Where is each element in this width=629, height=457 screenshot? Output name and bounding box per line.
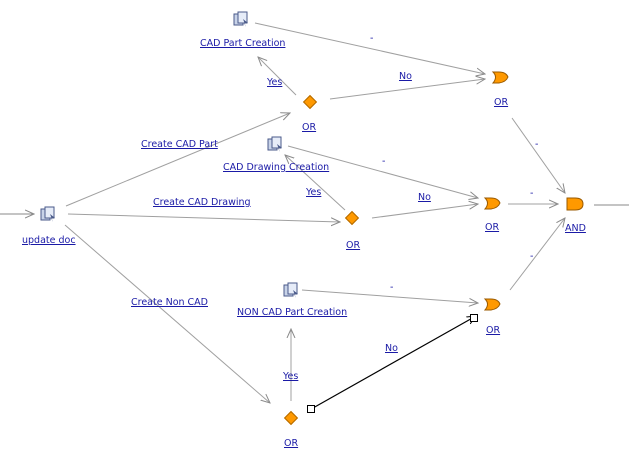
- task-icon[interactable]: [40, 206, 57, 223]
- node-label-non-cad-part-creation[interactable]: NON CAD Part Creation: [237, 307, 348, 318]
- or-label-decision-2[interactable]: OR: [346, 240, 361, 251]
- connector-yes-cad-part[interactable]: [258, 57, 297, 96]
- or-gate-label-3[interactable]: OR: [486, 325, 501, 336]
- connector-create-non-cad[interactable]: [64, 224, 270, 403]
- edge-label-no-cad-drawing[interactable]: No: [418, 192, 431, 203]
- edge-label-create-cad-part[interactable]: Create CAD Part: [141, 139, 218, 150]
- node-label-cad-part-creation[interactable]: CAD Part Creation: [200, 38, 286, 49]
- connector-cad-part-to-or[interactable]: [254, 22, 485, 74]
- edge-label-no-non-cad[interactable]: No: [385, 343, 398, 354]
- or-label-decision-1[interactable]: OR: [302, 122, 317, 133]
- node-label-cad-drawing-creation[interactable]: CAD Drawing Creation: [223, 162, 330, 173]
- edge-label-dash-or3-and[interactable]: -: [530, 251, 534, 262]
- selection-handle-start[interactable]: [307, 405, 315, 413]
- edge-label-yes-cad-part[interactable]: Yes: [267, 77, 283, 88]
- or-label-decision-3[interactable]: OR: [284, 438, 299, 449]
- task-icon[interactable]: [233, 11, 250, 28]
- edge-label-yes-non-cad[interactable]: Yes: [283, 371, 299, 382]
- edge-label-dash-cad-drawing[interactable]: -: [382, 156, 386, 167]
- connector-no-cad-drawing[interactable]: [371, 204, 478, 219]
- connector-no-non-cad[interactable]: [312, 316, 476, 409]
- and-gate-label[interactable]: AND: [565, 223, 586, 234]
- or-gate-2-shape[interactable]: [483, 197, 501, 210]
- connector-no-cad-part[interactable]: [329, 79, 485, 100]
- edge-label-dash-non-cad[interactable]: -: [390, 282, 394, 293]
- or-gate-label-2[interactable]: OR: [485, 222, 500, 233]
- task-icon[interactable]: [283, 282, 300, 299]
- connector-cad-drawing-to-or[interactable]: [287, 145, 478, 198]
- connector-yes-cad-drawing[interactable]: [285, 155, 346, 211]
- node-label-update-doc[interactable]: update doc: [22, 235, 76, 246]
- edge-label-dash-or2-and[interactable]: -: [530, 188, 534, 199]
- or-gate-3-shape[interactable]: [483, 298, 501, 311]
- or-gate-1-shape[interactable]: [491, 71, 509, 84]
- task-icon[interactable]: [267, 136, 284, 153]
- connector-non-cad-to-or[interactable]: [301, 289, 478, 303]
- edge-label-yes-cad-drawing[interactable]: Yes: [306, 187, 322, 198]
- or-gate-label-1[interactable]: OR: [494, 97, 509, 108]
- connector-create-cad-part[interactable]: [65, 113, 290, 207]
- connector-or3-to-and[interactable]: [509, 218, 565, 291]
- connector-create-cad-drawing[interactable]: [67, 213, 340, 222]
- edge-label-dash-cad-part[interactable]: -: [370, 33, 374, 44]
- edge-label-no-cad-part[interactable]: No: [399, 71, 412, 82]
- edge-label-create-cad-drawing[interactable]: Create CAD Drawing: [153, 197, 251, 208]
- and-gate-shape[interactable]: [566, 197, 584, 211]
- edge-label-dash-or1-and[interactable]: -: [535, 139, 539, 150]
- edge-label-create-non-cad[interactable]: Create Non CAD: [131, 297, 208, 308]
- connector-or1-to-and[interactable]: [511, 117, 565, 193]
- selection-handle-end[interactable]: [470, 314, 478, 322]
